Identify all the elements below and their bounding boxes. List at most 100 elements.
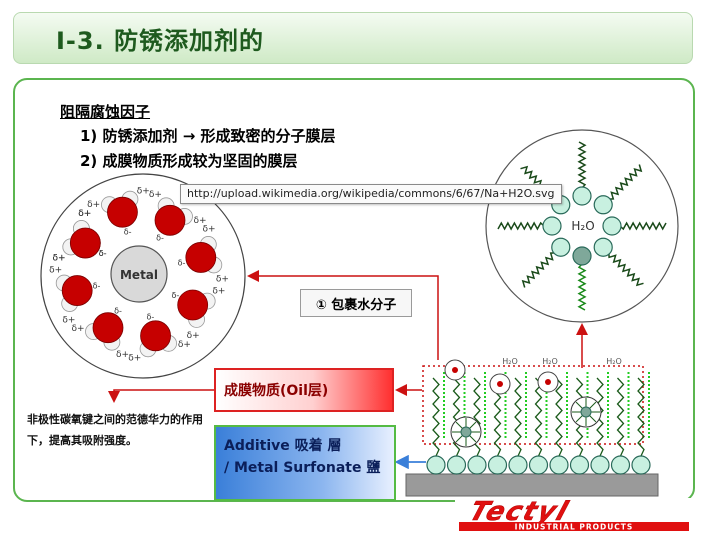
delta-plus-label: δ+ (193, 216, 206, 226)
water-molecule: δ+ δ+ δ- (53, 209, 107, 264)
wrap-water-label: ① 包裹水分子 (300, 289, 412, 317)
water-molecule: δ+δ+δ- (87, 187, 150, 237)
tectyl-logo: Tectyl INDUSTRIAL PRODUCTS (455, 498, 705, 532)
film-tail (514, 377, 522, 457)
delta-minus-label: δ- (146, 313, 154, 322)
mini-micelle-core (545, 379, 551, 385)
hydrocarbon-tail (608, 252, 644, 287)
arrow-oil-left (108, 389, 214, 403)
polar-head (551, 237, 571, 257)
film-h2o-label: H₂O (606, 357, 622, 366)
delta-minus-label: δ- (99, 249, 107, 258)
oxygen-atom (92, 312, 124, 344)
oil-layer-zone (422, 365, 644, 445)
delta-plus-label: δ+ (203, 225, 216, 235)
film-bead (549, 455, 569, 475)
oxygen-atom (154, 204, 186, 236)
polar-head (572, 246, 592, 266)
oxygen-atom (177, 289, 209, 321)
water-molecule: δ+δ+δ- (171, 286, 225, 341)
additive-line-2: / Metal Surfonate 鹽 (224, 460, 381, 476)
polar-head (572, 186, 592, 206)
oxygen-atom (185, 242, 217, 273)
film-bead (426, 455, 446, 475)
title-bar: Ⅰ-3. 防锈添加剂的 (13, 12, 693, 64)
micelle-structure (497, 141, 667, 311)
delta-plus-label: δ+ (53, 254, 66, 264)
hydrocarbon-tail (577, 263, 587, 311)
water-molecule: δ+ δ+ δ- (49, 266, 100, 326)
film-tail (432, 377, 440, 457)
delta-plus-label: δ+ (62, 315, 75, 325)
delta-plus-label: δ+ (137, 187, 150, 197)
polar-head (593, 237, 613, 257)
hydrocarbon-tail (619, 221, 667, 231)
delta-plus-label: δ+ (128, 353, 141, 363)
polar-head (593, 195, 613, 215)
film-tail (534, 377, 543, 457)
film-bead (610, 455, 631, 475)
film-tail (637, 377, 645, 457)
url-tooltip: http://upload.wikimedia.org/wikipedia/co… (180, 184, 562, 204)
film-h2o-label: H₂O (542, 357, 558, 366)
film-bead (467, 455, 487, 475)
polar-head (602, 216, 622, 236)
metal-surface (405, 473, 659, 497)
mini-micelle-core (452, 367, 458, 373)
hydrocarbon-tail (608, 164, 643, 200)
film-tail (616, 377, 625, 457)
mini-micelle-core (497, 381, 503, 387)
trapped-micelle-core (460, 426, 472, 438)
oxygen-atom (69, 227, 101, 259)
svg-text:INDUSTRIAL PRODUCTS: INDUSTRIAL PRODUCTS (515, 523, 634, 532)
film-h2o-label: H₂O (502, 357, 518, 366)
water-molecule: δ+δ+δ- (128, 313, 191, 364)
water-molecules: δ+δ+δ-δ+δ+δ-δ+δ+δ-δ+δ+δ-δ+δ+δ-δ+δ+δ-δ+δ+… (49, 187, 229, 364)
delta-minus-label: δ- (99, 249, 107, 258)
oil-layer-box: 成膜物质(Oil层) (214, 368, 394, 412)
point-1: 1) 防锈添加剂 → 形成致密的分子膜层 (80, 127, 336, 145)
delta-plus-label: δ+ (216, 274, 229, 284)
section-heading: 阻隔腐蚀因子 (60, 103, 151, 121)
delta-plus-label: δ+ (53, 254, 66, 264)
hydrocarbon-tail (521, 252, 556, 288)
additive-line-1: Additive 吸着 層 (224, 438, 342, 454)
oxygen-atom (140, 320, 171, 352)
metal-ion (110, 245, 168, 303)
delta-plus-label: δ+ (149, 190, 162, 200)
additive-layer-box: Additive 吸着 層 / Metal Surfonate 鹽 (214, 425, 396, 501)
h2o-label: H₂O (571, 219, 594, 233)
arrow-to-hydration (247, 270, 439, 360)
point-2: 2) 成膜物质形成较为坚固的膜层 (80, 152, 298, 170)
delta-plus-label: δ+ (71, 324, 84, 334)
water-molecule: δ+δ+δ- (71, 306, 129, 360)
delta-minus-label: δ- (178, 259, 186, 268)
delta-plus-label: δ+ (78, 209, 91, 219)
delta-minus-label: δ- (124, 227, 132, 236)
film-bead (631, 455, 651, 475)
delta-plus-label: δ+ (49, 266, 62, 276)
water-molecule: δ+ δ+ δ- (178, 225, 229, 285)
hydrocarbon-tail (497, 221, 545, 231)
adsorption-film: H₂O H₂O H₂O (426, 357, 651, 475)
delta-minus-label: δ- (171, 291, 179, 300)
oxygen-atom (61, 275, 93, 306)
oxygen-atom (107, 196, 138, 228)
delta-minus-label: δ- (93, 281, 101, 290)
micelle-circle (485, 129, 679, 323)
trapped-micelle-core (580, 406, 592, 418)
film-bead (508, 455, 528, 475)
delta-plus-label: δ+ (116, 350, 129, 360)
film-bead (569, 455, 590, 475)
film-bead (528, 455, 549, 475)
film-bead (487, 455, 508, 475)
delta-minus-label: δ- (156, 234, 164, 243)
film-bead (590, 455, 610, 475)
film-tail (452, 377, 461, 457)
film-bead (446, 455, 467, 475)
delta-plus-label: δ+ (78, 209, 91, 219)
page-title: Ⅰ-3. 防锈添加剂的 (56, 26, 265, 55)
adsorption-note: 非极性碳氧键之间的范德华力的作用下，提高其吸附强度。 (27, 413, 203, 447)
water-molecule: δ+ δ+ δ- (149, 190, 207, 243)
